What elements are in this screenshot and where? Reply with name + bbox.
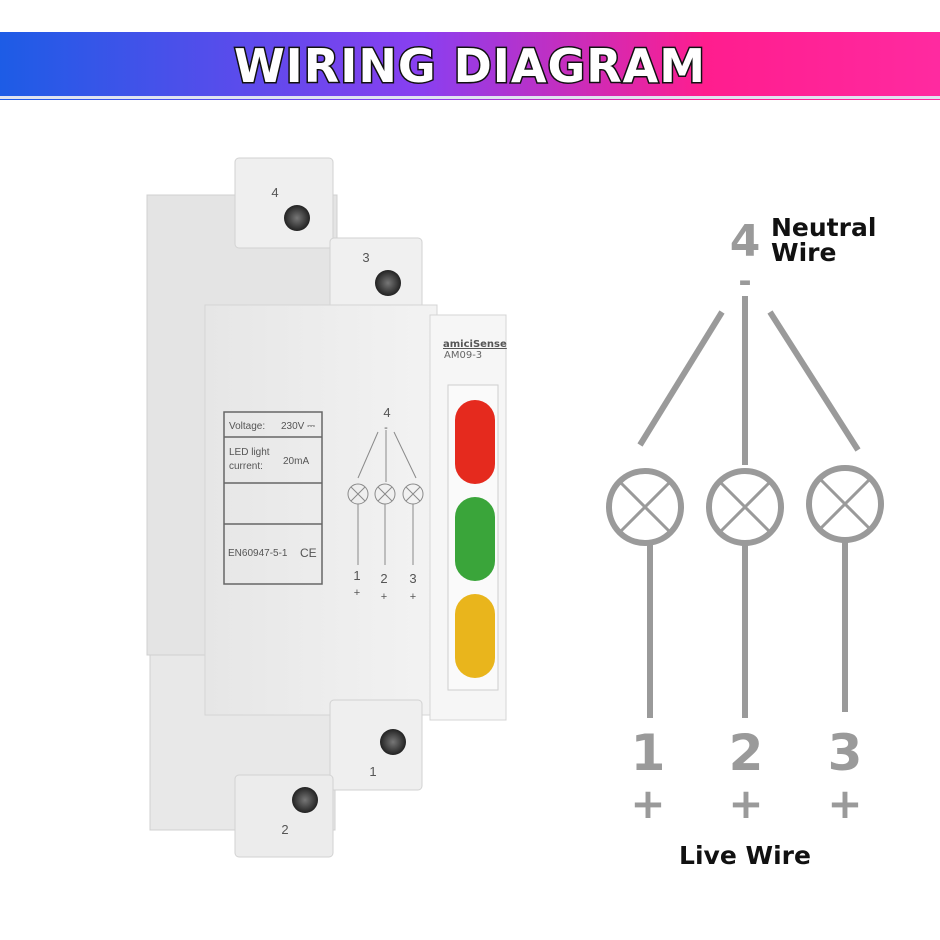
terminal-1-block: [329, 699, 423, 791]
terminal-4-screw-icon: [284, 205, 310, 231]
live-terminal-number-3: 3: [828, 724, 863, 782]
terminal-1-screw-icon: [380, 729, 406, 755]
mini-live-number-1: 1: [353, 568, 360, 583]
led-green: [455, 497, 495, 581]
terminal-2-number: 2: [281, 822, 288, 837]
banner-underline: [0, 96, 940, 99]
voltage-value: 230V ⎓: [281, 421, 315, 432]
neutral-wire-3: [767, 310, 861, 452]
mini-live-number-3: 3: [409, 571, 416, 586]
terminal-3-number: 3: [362, 250, 369, 265]
neutral-label-line1: Neutral: [771, 213, 876, 242]
voltage-label: Voltage:: [229, 421, 265, 432]
terminal-3-screw-icon: [375, 270, 401, 296]
terminal-4-block: [234, 157, 334, 249]
mini-neutral-sign: -: [384, 422, 388, 434]
label-plate: [223, 411, 323, 585]
neutral-minus-sign: -: [738, 262, 751, 300]
led-current-value: 20mA: [283, 456, 309, 467]
live-plus-sign-3: +: [827, 779, 862, 828]
terminal-1-number: 1: [369, 764, 376, 779]
mini-live-number-2: 2: [380, 571, 387, 586]
mini-plus-1: +: [354, 587, 360, 599]
mini-neutral-number: 4: [383, 405, 390, 420]
terminal-2-block: [234, 774, 334, 858]
led-red: [455, 400, 495, 484]
neutral-label-line2: Wire: [771, 238, 836, 267]
banner-title: WIRING DIAGRAM: [234, 39, 706, 93]
led-current-label-line1: LED light: [229, 447, 270, 458]
mini-wiring-diagram: [347, 430, 424, 565]
banner-background: [0, 32, 940, 100]
mini-plus-2: +: [381, 591, 387, 603]
brand-logo: amiciSense: [443, 339, 507, 350]
terminal-4-number: 4: [271, 185, 278, 200]
neutral-wire-1: [637, 310, 725, 447]
live-terminal-number-1: 1: [631, 724, 666, 782]
led-yellow: [455, 594, 495, 678]
lamp-2-icon: [706, 468, 784, 546]
live-plus-sign-1: +: [630, 779, 665, 828]
standard-label: EN60947-5-1: [228, 548, 288, 559]
live-plus-sign-2: +: [728, 779, 763, 828]
model-number: AM09-3: [444, 350, 482, 361]
indicator-device: 4 3 1 2 Voltage: 230V ⎓ LED light curren…: [146, 157, 507, 858]
ce-mark: CE: [300, 546, 317, 560]
header-banner: WIRING DIAGRAM: [0, 32, 940, 100]
device-front-face: [204, 304, 438, 716]
lamp-1-icon: [606, 468, 684, 546]
wiring-schematic: 4 Neutral Wire - 1 2 3: [606, 213, 884, 870]
neutral-terminal-number: 4: [730, 216, 761, 267]
lamp-3-icon: [806, 465, 884, 543]
live-terminal-number-2: 2: [729, 724, 764, 782]
led-current-label-line2: current:: [229, 461, 263, 472]
mini-plus-3: +: [410, 591, 416, 603]
terminal-2-screw-icon: [292, 787, 318, 813]
live-wire-label: Live Wire: [679, 841, 811, 870]
